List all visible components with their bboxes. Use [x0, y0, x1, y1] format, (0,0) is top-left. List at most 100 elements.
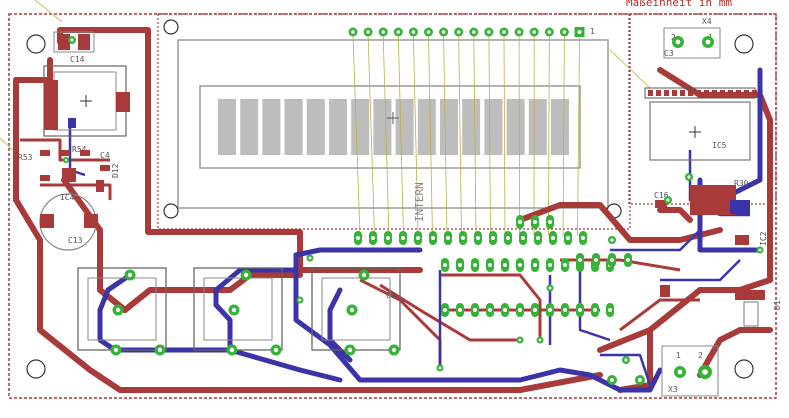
pad-hole [518, 220, 522, 224]
x3-pin2-label: 2 [698, 351, 703, 360]
c14-label: C14 [70, 55, 85, 64]
pad-hole [608, 308, 612, 312]
ic5-pin [704, 90, 709, 96]
lcd-char-segment [218, 99, 236, 155]
pad-hole [443, 263, 447, 267]
pad-hole [518, 308, 522, 312]
ic5-pin [688, 90, 693, 96]
pad-hole [577, 30, 582, 34]
pad-hole [488, 263, 492, 267]
pad-hole [593, 308, 597, 312]
pad-hole [229, 347, 235, 353]
ic5-chip: IC5 [644, 87, 757, 161]
lcd-keepout [157, 13, 631, 230]
pad-hole [473, 263, 477, 267]
smd-cluster-right [655, 185, 765, 327]
pad-hole [157, 347, 163, 353]
ic5-pin [736, 90, 741, 96]
push-button-outline [311, 267, 401, 351]
pad-hole [396, 30, 401, 34]
measurement-unit-label: Maßeinheit in mm [626, 0, 732, 9]
c4-label: C4 [100, 151, 110, 160]
pad-hole [243, 272, 249, 278]
pad-hole [473, 308, 477, 312]
pad-hole [298, 298, 302, 302]
lcd-char-segment [329, 99, 347, 155]
pad-hole [491, 236, 495, 240]
header-pad-rows [354, 215, 632, 317]
lcd-pin1-label: 1 [590, 27, 595, 36]
ratsnest-line [397, 35, 404, 237]
push-button-cap [321, 277, 391, 341]
lcd-char-segment [440, 99, 458, 155]
lcd-char-segment [240, 99, 259, 155]
pad-hole [610, 238, 614, 242]
d12-label: D12 [111, 163, 120, 178]
push-button-cap [203, 277, 273, 341]
ic5-pin [680, 90, 685, 96]
lcd-char-segment [417, 99, 436, 155]
x4-pin2-label: 2 [671, 33, 676, 42]
pad-hole [533, 220, 537, 224]
c13-label: C13 [68, 236, 83, 245]
lcd-char-segment [551, 99, 569, 155]
lcd-char-segment [484, 99, 503, 155]
pad-hole [438, 366, 442, 370]
pad-hole [503, 263, 507, 267]
pad-hole [563, 308, 567, 312]
ic5-pin [720, 90, 725, 96]
smd-cluster-left [40, 118, 110, 192]
lcd-ratsnest [352, 35, 580, 237]
pad-hole [506, 236, 510, 240]
ic5-pin [744, 90, 749, 96]
ratsnest-line [458, 35, 462, 237]
pad-hole [551, 236, 555, 240]
pad-hole [563, 263, 567, 267]
lcd-char-segment [284, 99, 303, 155]
lcd-char-segment [373, 99, 392, 155]
x3-label: X3 [668, 385, 678, 394]
pad-hole [578, 258, 582, 262]
pad-hole [532, 30, 536, 34]
lcd-char-segment [528, 99, 547, 155]
ic5-pin [664, 90, 669, 96]
ic5-pin [648, 90, 653, 96]
ratsnest-line [367, 35, 375, 237]
pad-hole [687, 175, 691, 179]
lcd-char-segment [306, 99, 325, 155]
pad-hole [626, 258, 630, 262]
pad-hole [472, 30, 476, 34]
pad-hole [113, 347, 119, 353]
pad-hole [347, 347, 353, 353]
pad-hole [476, 236, 480, 240]
pad-hole [401, 236, 405, 240]
lcd-module [177, 39, 609, 209]
board-outline [8, 13, 777, 399]
x3-pin1-label: 1 [676, 351, 681, 360]
ratsnest-line [548, 35, 550, 237]
pad-hole [548, 263, 552, 267]
pad-hole [356, 236, 360, 240]
push-buttons [77, 267, 401, 356]
lcd-mount-hole [163, 203, 179, 219]
push-button-outline [77, 267, 167, 351]
pad-hole [666, 198, 670, 202]
pad-hole [308, 256, 312, 260]
ic5-pin [728, 90, 733, 96]
pad-hole [446, 236, 450, 240]
c16-label: C16 [654, 191, 669, 200]
pad-hole [115, 307, 121, 313]
ic4-label: IC4 [60, 193, 75, 202]
top-copper-traces [13, 27, 773, 393]
c4b-label: C4 [386, 291, 396, 300]
push-button-outline [193, 267, 283, 351]
pad-hole [371, 236, 375, 240]
pad-hole [548, 308, 552, 312]
ratsnest-line [443, 35, 448, 237]
pad-hole [521, 236, 525, 240]
pad-hole [547, 30, 552, 34]
pad-hole [702, 369, 708, 375]
pad-hole [562, 30, 567, 34]
pad-hole [64, 158, 68, 162]
pad-hole [624, 358, 628, 362]
